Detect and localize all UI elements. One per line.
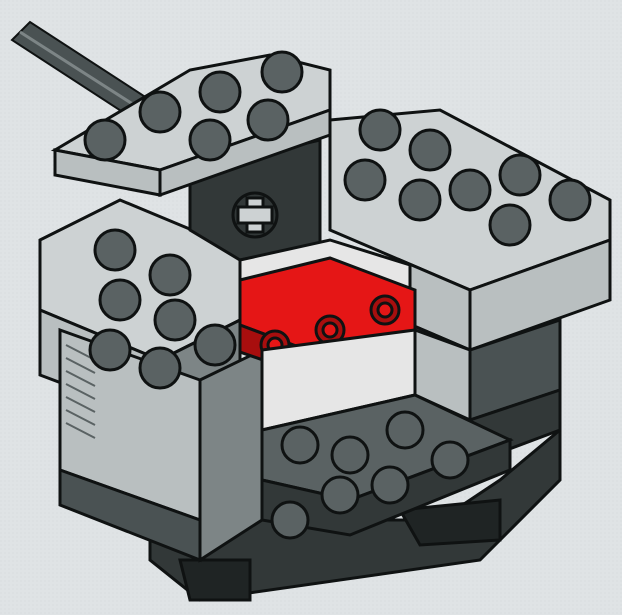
cross-axle-hole [233, 193, 277, 237]
